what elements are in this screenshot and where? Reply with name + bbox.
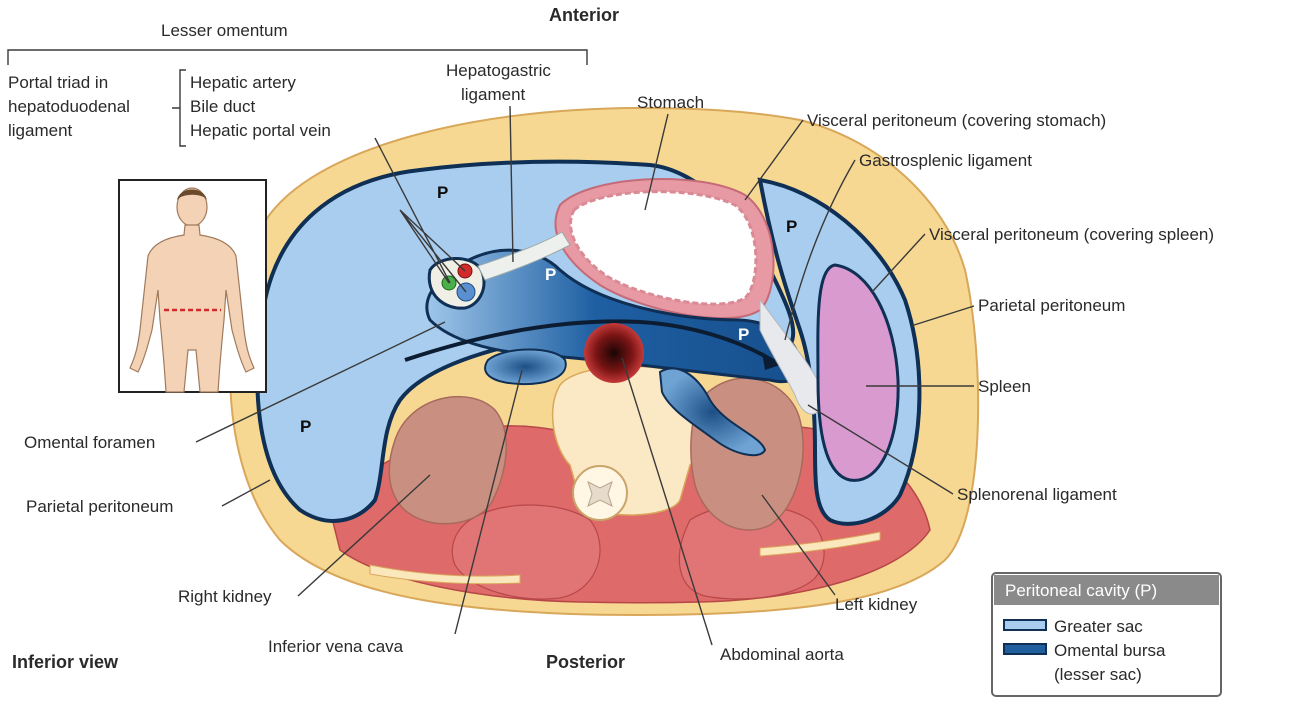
lesser-omentum-label: Lesser omentum <box>161 21 288 40</box>
back-muscle-left <box>451 504 601 600</box>
aorta-shape <box>584 323 644 383</box>
ivc-label: Inferior vena cava <box>268 637 404 656</box>
visceral-spleen-label: Visceral peritoneum (covering spleen) <box>929 225 1214 244</box>
hepatogastric-label-1: Hepatogastric <box>446 61 551 80</box>
stomach-lumen <box>569 190 758 306</box>
arrow-head <box>762 352 780 370</box>
gastrosplenic-leader <box>784 159 856 341</box>
anterior-label: Anterior <box>549 5 619 25</box>
gastrosplenic-label: Gastrosplenic ligament <box>859 151 1032 170</box>
hepatic-artery-label: Hepatic artery <box>190 73 296 92</box>
left-kidney-leader <box>761 494 836 596</box>
ivc-leader <box>454 369 523 635</box>
portal-triad-line3: ligament <box>8 121 73 140</box>
spleen-shape <box>816 263 900 482</box>
right-kidney-leader <box>297 474 431 597</box>
omental-foramen-arrow <box>404 319 777 364</box>
left-kidney-label: Left kidney <box>835 595 918 614</box>
p-mark-posterior: P <box>300 417 311 436</box>
p-mark-lateral: P <box>786 217 797 236</box>
right-kidney-shape <box>388 395 507 525</box>
legend-omental-bursa-label-2: (lesser sac) <box>1054 665 1142 684</box>
aorta-label: Abdominal aorta <box>720 645 844 664</box>
splenorenal-leader <box>807 404 954 495</box>
left-renal-vein <box>658 367 767 457</box>
visceral-stomach-label: Visceral peritoneum (covering stomach) <box>807 111 1106 130</box>
portal-triad-bracket <box>172 69 186 147</box>
splenorenal-label: Splenorenal ligament <box>957 485 1117 504</box>
inset-figure <box>118 179 267 393</box>
portal-triad-line2: hepatoduodenal <box>8 97 130 116</box>
visceral-stomach-leader <box>744 119 804 201</box>
parietal-left-leader <box>221 479 271 507</box>
legend-swatch-omental-bursa <box>1003 643 1047 655</box>
ivc-shape <box>484 348 567 386</box>
spleen-label: Spleen <box>978 377 1031 396</box>
portal-triad-line1: Portal triad in <box>8 73 108 92</box>
portal-triad-leaders <box>374 137 467 293</box>
spinal-cord <box>587 481 613 507</box>
posterior-fat-strip <box>369 564 521 585</box>
stomach-leader <box>644 113 669 211</box>
omental-foramen-leader <box>195 321 446 443</box>
legend: Peritoneal cavity (P) Greater sac Omenta… <box>991 572 1222 697</box>
hepatogastric-label-2: ligament <box>461 85 526 104</box>
p-mark-bursa-right: P <box>738 325 749 344</box>
aorta-leader <box>621 357 713 646</box>
p-mark-anterior: P <box>437 183 448 202</box>
stomach-label: Stomach <box>637 93 704 112</box>
posterior-fat-strip-right <box>759 531 881 557</box>
posterior-label: Posterior <box>546 652 625 672</box>
lesser-omentum-bracket <box>7 49 588 65</box>
p-mark-bursa: P <box>545 265 556 284</box>
hepatogastric-leader <box>509 105 514 263</box>
legend-omental-bursa-label-1: Omental bursa <box>1054 641 1166 660</box>
bile-duct-label: Bile duct <box>190 97 255 116</box>
parietal-right-leader <box>910 305 975 327</box>
legend-title: Peritoneal cavity (P) <box>1005 581 1157 600</box>
parietal-right-label: Parietal peritoneum <box>978 296 1125 315</box>
hepatic-portal-vein-label: Hepatic portal vein <box>190 121 331 140</box>
legend-greater-sac-label: Greater sac <box>1054 617 1143 636</box>
visceral-spleen-leader <box>871 233 926 293</box>
inferior-view-label: Inferior view <box>12 652 119 672</box>
omental-foramen-label: Omental foramen <box>24 433 155 452</box>
right-kidney-label: Right kidney <box>178 587 272 606</box>
hepatogastric-band <box>477 231 571 281</box>
parietal-left-label: Parietal peritoneum <box>26 497 173 516</box>
legend-swatch-greater-sac <box>1003 619 1047 631</box>
